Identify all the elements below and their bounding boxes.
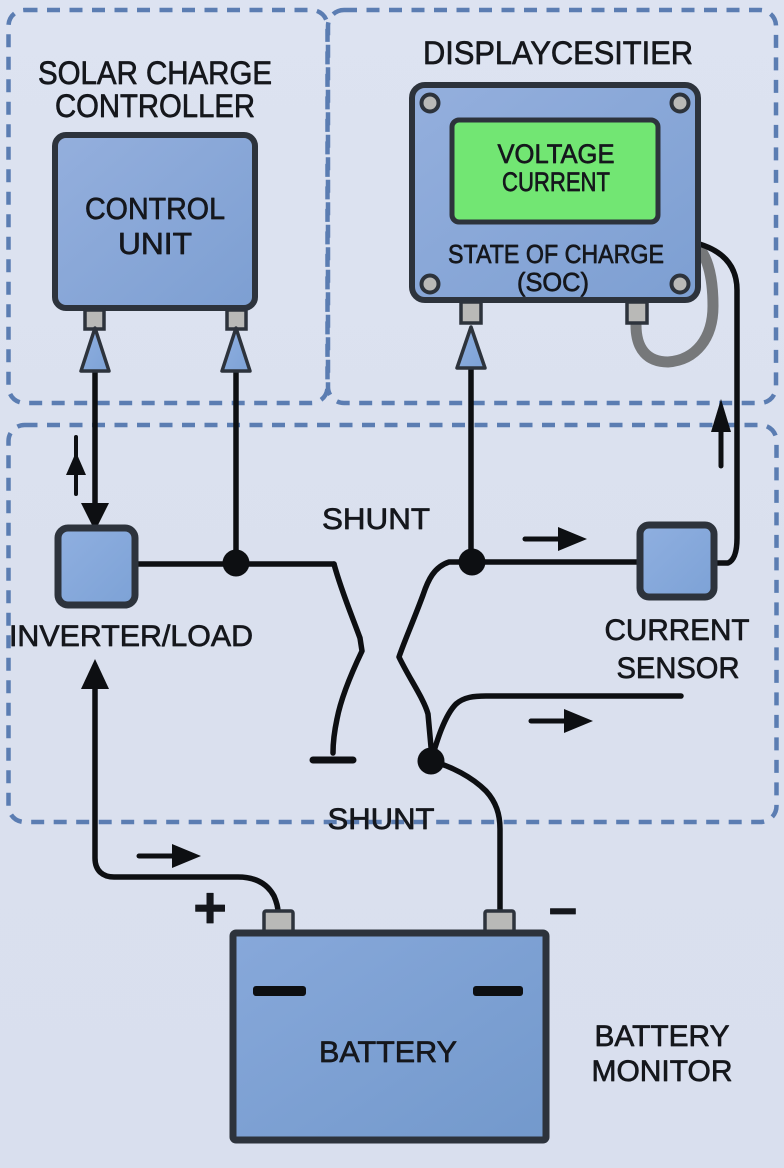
shunt-left-squiggle: [330, 561, 365, 756]
soc-label-line1: STATE OF CHARGE: [448, 239, 664, 269]
screen-label-line2: CURRENT: [502, 167, 610, 197]
control-unit-box: [52, 132, 258, 311]
control-unit-pin-right: [225, 308, 248, 331]
shunt-upper-label: SHUNT: [322, 503, 430, 536]
screw-icon: [419, 273, 441, 295]
solar-section-title-line2: CONTROLLER: [55, 88, 255, 124]
battery-cell-bar: [253, 986, 306, 996]
display-pin-right: [625, 300, 649, 325]
display-pin-left: [459, 300, 483, 325]
battery-cell-bar: [473, 986, 523, 996]
arrow-up-inverter-icon: [81, 659, 109, 689]
control-unit-connector-right-icon: [220, 326, 252, 373]
wire-battery-positive: [92, 683, 281, 915]
wires: [92, 240, 740, 915]
battery: [229, 909, 550, 1144]
screw-icon: [669, 92, 691, 114]
battery-label: BATTERY: [319, 1036, 457, 1069]
junction-dot: [222, 549, 250, 577]
control-unit: [52, 132, 258, 373]
labels: SOLAR CHARGE CONTROLLER DISPLAYCESITIER …: [9, 35, 750, 1089]
battery-box: [229, 929, 550, 1144]
battery-monitor-label-line1: BATTERY: [595, 1020, 730, 1053]
display-section-border: [325, 7, 779, 406]
display-unit: [409, 82, 701, 370]
battery-monitor-label-line2: MONITOR: [592, 1055, 733, 1088]
wire-junction-to-battery-negative: [428, 758, 503, 915]
battery-negative-sign: −: [548, 883, 577, 939]
monitor-section-border: [6, 422, 779, 825]
display-connector-icon: [455, 325, 487, 370]
control-unit-connector-left-icon: [79, 326, 111, 373]
shunt-lower-label: SHUNT: [328, 803, 435, 836]
control-unit-pin-left: [83, 308, 106, 331]
display-screen: [449, 117, 661, 225]
section-borders: [6, 7, 779, 825]
arrow-up-small-icon: [66, 452, 86, 475]
inverter-load-label: INVERTER/LOAD: [9, 620, 253, 653]
screw-icon: [419, 92, 441, 114]
screw-icon: [669, 273, 691, 295]
wire-junction-branch-right: [428, 693, 684, 764]
wire-sensor-to-display-cable: [693, 240, 740, 566]
flow-arrows: [66, 399, 731, 868]
arrow-right-lower-icon: [564, 709, 593, 733]
display-section-title: DISPLAYCESITIER: [423, 35, 693, 71]
arrow-up-to-display-icon: [711, 399, 731, 432]
solar-section-title-line1: SOLAR CHARGE: [38, 55, 272, 91]
inverter-load-box: [54, 524, 139, 609]
current-sensor-box: [636, 521, 718, 601]
junction-dot: [417, 747, 445, 775]
junction-dot: [458, 548, 486, 576]
arrow-down-into-inverter-icon: [81, 503, 109, 531]
current-sensor-label-line1: CURRENT: [605, 614, 750, 647]
soc-label-line2: (SOC): [517, 267, 589, 297]
arrow-right-sensor-icon: [558, 527, 587, 551]
display-data-cable: [630, 237, 719, 368]
screen-label-line1: VOLTAGE: [498, 139, 615, 169]
solar-section-border: [6, 7, 330, 406]
control-unit-label-line1: CONTROL: [85, 191, 225, 226]
arrow-right-battery-icon: [172, 844, 201, 868]
current-sensor-label-line2: SENSOR: [617, 652, 740, 685]
control-unit-label-line2: UNIT: [118, 226, 192, 261]
shunt-right-squiggle: [396, 559, 475, 750]
battery-positive-sign: +: [193, 876, 227, 941]
